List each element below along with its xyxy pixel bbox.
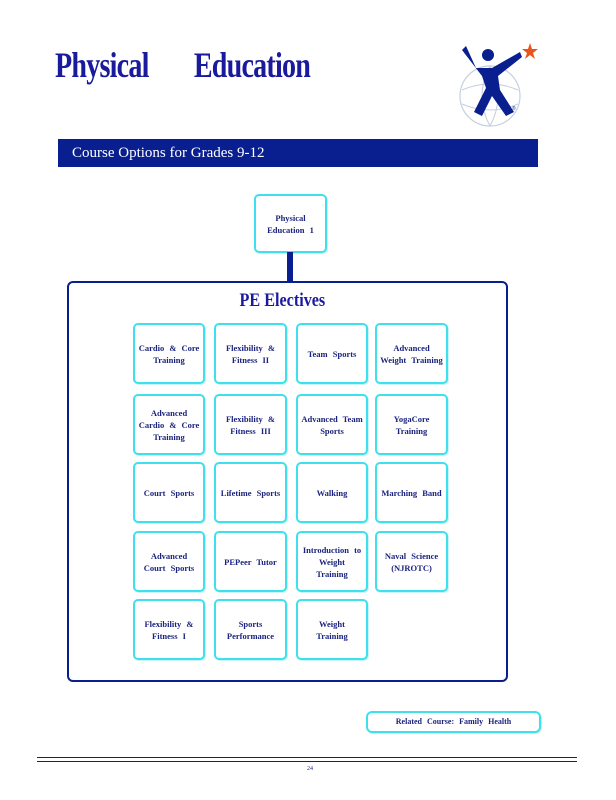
course-box-advanced-weight-training: Advanced Weight Training — [375, 323, 448, 384]
course-box-marching-band: Marching Band — [375, 462, 448, 523]
course-box-flexibility-fitness-1: Flexibility & Fitness I — [133, 599, 205, 660]
course-box-court-sports: Court Sports — [133, 462, 205, 523]
course-box-yogacore-training: YogaCore Training — [375, 394, 448, 455]
course-box-flexibility-fitness-3: Flexibility & Fitness III — [214, 394, 287, 455]
related-course-box: Related Course: Family Health — [366, 711, 541, 733]
course-box-advanced-cardio-core: Advanced Cardio & Core Training — [133, 394, 205, 455]
course-box-physical-education-1: Physical Education 1 — [254, 194, 327, 253]
page-number: 24 — [307, 766, 313, 772]
page-title: Physical Education — [55, 44, 311, 86]
course-box-lifetime-sports: Lifetime Sports — [214, 462, 287, 523]
page-title-word2: Education — [193, 45, 311, 85]
footer-rule-top — [37, 757, 577, 758]
course-box-flexibility-fitness-2: Flexibility & Fitness II — [214, 323, 287, 384]
section-banner: Course Options for Grades 9-12 — [58, 139, 538, 167]
svg-text:®: ® — [512, 105, 516, 112]
course-box-advanced-court-sports: Advanced Court Sports — [133, 531, 205, 592]
course-box-intro-weight-training: Introduction to Weight Training — [296, 531, 368, 592]
course-box-cardio-core: Cardio & Core Training — [133, 323, 205, 384]
connector-line — [287, 252, 293, 282]
course-box-team-sports: Team Sports — [296, 323, 368, 384]
school-logo-icon: ® — [459, 43, 538, 127]
course-box-weight-training: Weight Training — [296, 599, 368, 660]
course-box-walking: Walking — [296, 462, 368, 523]
course-box-advanced-team-sports: Advanced Team Sports — [296, 394, 368, 455]
course-box-naval-science: Naval Science (NJROTC) — [375, 531, 448, 592]
footer-rule-bottom — [37, 761, 577, 762]
course-box-pepeer-tutor: PEPeer Tutor — [214, 531, 287, 592]
course-box-sports-performance: Sports Performance — [214, 599, 287, 660]
page-title-word1: Physical — [55, 45, 149, 85]
